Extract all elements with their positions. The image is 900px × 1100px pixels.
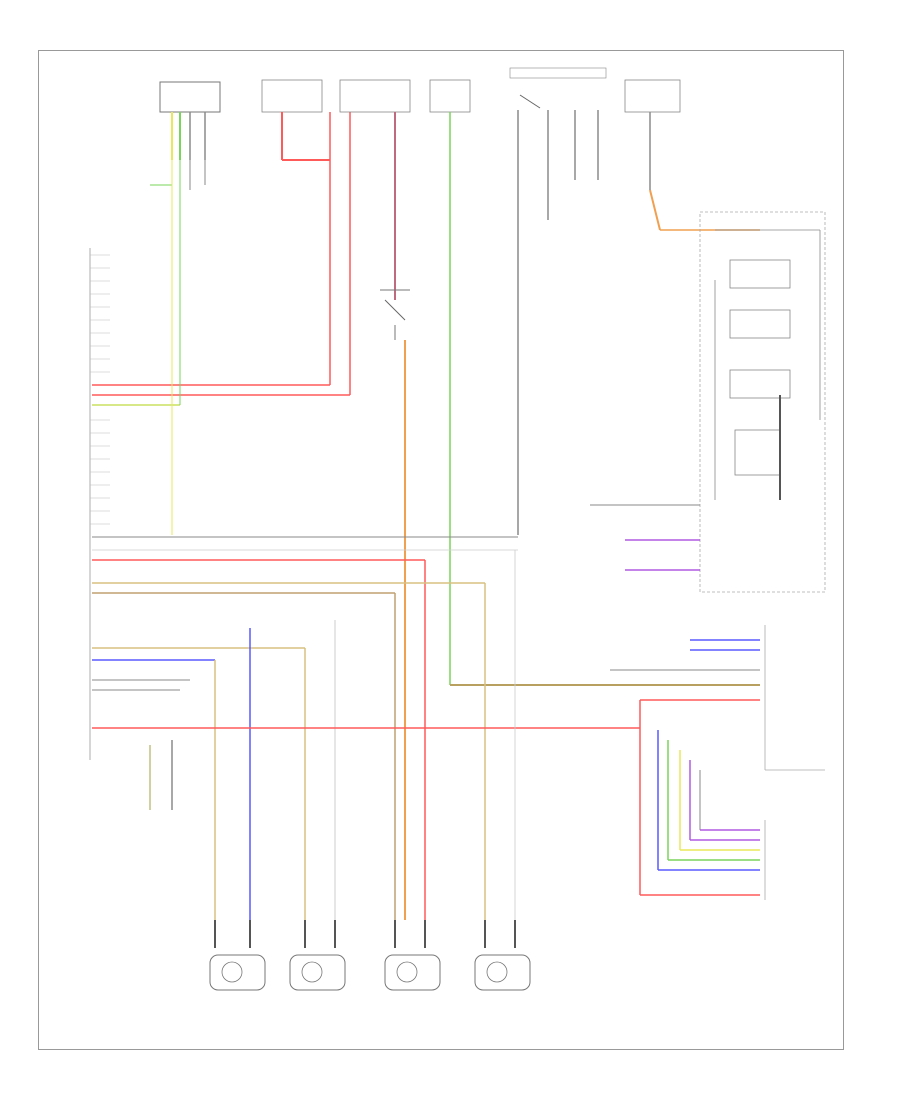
ignition-switch	[509, 67, 607, 535]
engine-control-module	[610, 625, 825, 771]
wheel-speed-sensor-right-front	[289, 954, 346, 991]
fuse-block-3	[429, 79, 760, 686]
fuse-block-4	[624, 79, 760, 231]
brake-switch	[380, 289, 410, 920]
fuse-block-2	[339, 79, 411, 300]
yaw-rate-sensor	[159, 81, 221, 160]
abs-module-connector	[89, 248, 110, 760]
wheel-speed-sensor-left-front	[209, 954, 266, 991]
wheel-speed-sensor-right-rear	[384, 954, 441, 991]
instrument-cluster	[590, 211, 826, 593]
module-wires	[92, 160, 760, 920]
steering-angle-sensor	[657, 730, 766, 900]
sensor-connectors	[214, 920, 516, 948]
yaw-ground	[150, 160, 206, 190]
diagram-frame	[38, 50, 844, 1050]
module-pin-ticks	[90, 254, 110, 525]
fuse-block-1	[261, 79, 351, 395]
wheel-speed-sensor-left-rear	[474, 954, 531, 991]
